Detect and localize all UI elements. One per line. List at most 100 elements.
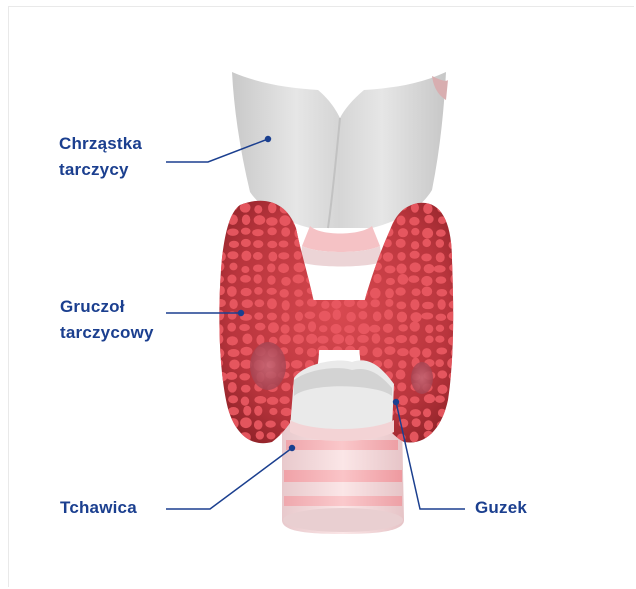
- gland-follicle: [448, 191, 459, 202]
- gland-follicle: [227, 323, 236, 332]
- nodule-right: [411, 362, 433, 394]
- gland-follicle: [333, 346, 343, 354]
- gland-follicle: [410, 321, 420, 331]
- gland-follicle: [242, 334, 252, 345]
- gland-follicle: [435, 335, 444, 342]
- gland-follicle: [332, 289, 341, 297]
- gland-follicle: [331, 300, 341, 309]
- gland-follicle: [241, 266, 249, 273]
- gland-follicle: [449, 264, 459, 272]
- gland-follicle: [254, 274, 262, 283]
- gland-follicle: [229, 359, 239, 369]
- gland-follicle: [254, 205, 262, 213]
- gland-follicle: [425, 336, 433, 344]
- gland-follicle: [319, 325, 327, 332]
- gland-follicle: [449, 288, 460, 297]
- gland-follicle: [306, 276, 314, 283]
- gland-follicle: [215, 408, 224, 415]
- gland-follicle: [254, 287, 262, 295]
- gland-follicle: [423, 408, 431, 417]
- gland-follicle: [344, 287, 355, 297]
- gland-follicle: [396, 263, 406, 273]
- gland-follicle: [438, 409, 446, 417]
- gland-follicle: [412, 418, 421, 427]
- gland-follicle: [397, 215, 406, 225]
- gland-follicle: [216, 204, 227, 214]
- gland-follicle: [449, 215, 459, 224]
- gland-follicle: [254, 215, 266, 225]
- gland-follicle: [293, 274, 305, 283]
- gland-follicle: [385, 299, 393, 307]
- gland-follicle: [437, 421, 448, 430]
- gland-follicle: [281, 383, 290, 392]
- gland-follicle: [384, 309, 393, 319]
- gland-follicle: [229, 241, 239, 248]
- gland-follicle: [449, 240, 459, 249]
- gland-follicle: [254, 312, 263, 320]
- gland-follicle: [435, 359, 444, 367]
- gland-follicle: [295, 300, 303, 307]
- gland-follicle: [332, 334, 344, 344]
- gland-follicle: [306, 334, 317, 344]
- thyroid-gland: [210, 189, 470, 460]
- gland-follicle: [436, 325, 444, 332]
- gland-follicle: [240, 203, 251, 213]
- gland-follicle: [295, 347, 303, 355]
- gland-follicle: [228, 349, 240, 357]
- gland-follicle: [447, 311, 458, 321]
- gland-follicle: [241, 444, 250, 453]
- gland-follicle: [435, 395, 445, 403]
- gland-follicle: [397, 252, 405, 261]
- gland-follicle: [278, 263, 289, 273]
- gland-follicle: [227, 228, 239, 235]
- gland-follicle: [436, 229, 446, 236]
- gland-follicle: [423, 444, 432, 451]
- gland-follicle: [358, 311, 367, 320]
- leader-gland-dot: [238, 310, 244, 316]
- gland-follicle: [437, 204, 446, 212]
- label-thyroid-cartilage-line1: Chrząstka: [59, 131, 142, 157]
- gland-follicle: [227, 286, 237, 297]
- gland-follicle: [269, 408, 277, 415]
- gland-follicle: [424, 431, 434, 439]
- gland-follicle: [229, 299, 237, 309]
- label-thyroid-gland: Gruczoł tarczycowy: [60, 294, 154, 346]
- gland-follicle: [410, 299, 419, 310]
- leader-trachea: [166, 448, 292, 509]
- gland-follicle: [268, 252, 277, 262]
- gland-follicle: [449, 300, 461, 308]
- gland-follicle: [436, 289, 447, 297]
- gland-follicle: [451, 348, 459, 358]
- gland-follicle: [319, 286, 329, 296]
- gland-follicle: [434, 431, 445, 441]
- gland-follicle: [267, 298, 277, 309]
- gland-follicle: [215, 299, 226, 307]
- gland-follicle: [227, 251, 238, 259]
- label-thyroid-cartilage: Chrząstka tarczycy: [59, 131, 142, 183]
- gland-follicle: [268, 202, 276, 213]
- gland-follicle: [267, 313, 277, 321]
- gland-follicle: [216, 252, 225, 262]
- gland-follicle: [448, 442, 458, 451]
- gland-follicle: [421, 253, 431, 261]
- gland-follicle: [396, 335, 407, 343]
- gland-follicle: [281, 324, 290, 333]
- gland-follicle: [411, 228, 419, 236]
- gland-follicle: [357, 276, 368, 286]
- gland-follicle: [451, 228, 460, 236]
- gland-follicle: [372, 333, 381, 343]
- gland-follicle: [239, 373, 250, 380]
- gland-follicle: [384, 346, 395, 355]
- gland-follicle: [242, 214, 250, 225]
- gland-follicle: [295, 312, 303, 321]
- gland-follicle: [317, 336, 328, 344]
- gland-follicle: [215, 324, 224, 335]
- gland-follicle: [423, 203, 432, 214]
- label-trachea: Tchawica: [60, 495, 137, 521]
- gland-follicle: [384, 359, 393, 369]
- gland-follicle: [305, 312, 316, 319]
- gland-follicle: [279, 396, 289, 404]
- gland-follicle: [450, 274, 459, 284]
- gland-follicle: [409, 347, 420, 358]
- gland-follicle: [345, 346, 356, 357]
